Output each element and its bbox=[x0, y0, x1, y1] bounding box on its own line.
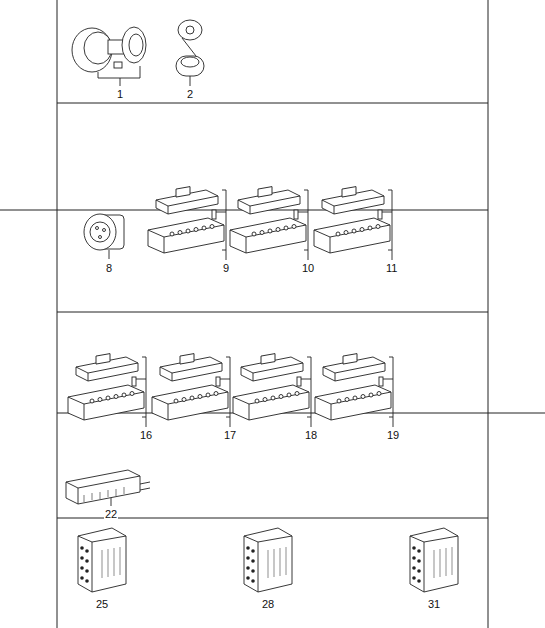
callout-number: 18 bbox=[304, 429, 318, 441]
callout-number: 22 bbox=[104, 508, 118, 520]
callout-number: 28 bbox=[261, 598, 275, 610]
callout-number: 2 bbox=[186, 88, 194, 100]
callout-number: 9 bbox=[222, 262, 230, 274]
callout-number: 17 bbox=[223, 429, 237, 441]
callout-number: 19 bbox=[386, 429, 400, 441]
callout-number: 25 bbox=[95, 598, 109, 610]
callout-number: 31 bbox=[427, 598, 441, 610]
callout-number: 16 bbox=[139, 429, 153, 441]
callout-number: 10 bbox=[301, 262, 315, 274]
callout-number: 11 bbox=[385, 262, 398, 274]
callout-number: 8 bbox=[105, 262, 113, 274]
callout-number: 1 bbox=[116, 88, 124, 100]
